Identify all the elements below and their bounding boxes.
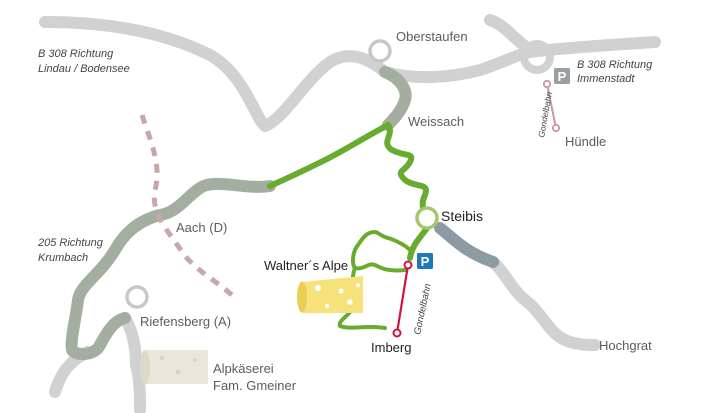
road-aach-riefensberg <box>65 177 276 360</box>
parking-sign-icon: P <box>554 68 570 84</box>
town-ring-icon <box>125 285 149 309</box>
road-immenstadt-branch <box>484 14 536 56</box>
label-steibis: Steibis <box>441 208 483 224</box>
gondola-station-icon <box>392 328 402 338</box>
svg-text:P: P <box>558 69 567 84</box>
cheese-wedge-icon <box>297 276 363 313</box>
label-weissach: Weissach <box>408 114 464 129</box>
route-waltners-loop <box>351 230 412 273</box>
label-b308-west-line1: B 308 Richtung <box>38 48 114 60</box>
label-oberstaufen: Oberstaufen <box>396 29 468 44</box>
route-weissach-to-aach <box>267 122 391 189</box>
roundabout <box>520 40 554 74</box>
label-gondelbahn-main: Gondelbahn <box>412 283 434 336</box>
road-to-riefensberg <box>119 312 142 371</box>
town-ring-icon <box>415 206 439 230</box>
gondola-line-huendle <box>546 83 557 129</box>
gondola-station-icon <box>542 79 552 89</box>
label-b308-west-line2: Lindau / Bodensee <box>38 63 130 75</box>
label-aach: Aach (D) <box>176 220 227 235</box>
gondola-station-icon <box>403 260 413 270</box>
dashed-road <box>139 114 234 297</box>
route-serpentine-weissach-steibis <box>384 122 430 219</box>
road-steibis-to-hochgrat <box>434 222 499 268</box>
label-b308-east-line1: B 308 Richtung <box>577 59 653 71</box>
label-205-line2: Krumbach <box>38 252 88 264</box>
gondola-line-imberg <box>395 264 410 334</box>
label-riefensberg: Riefensberg (A) <box>140 314 231 329</box>
label-imberg: Imberg <box>371 340 411 355</box>
road-to-hochgrat <box>487 256 601 351</box>
label-hochgrat: Hochgrat <box>599 338 652 353</box>
gondola-station-icon <box>551 123 561 133</box>
road-weissach-bend <box>379 66 412 131</box>
svg-text:P: P <box>421 254 430 269</box>
parking-sign-icon: P <box>417 253 433 269</box>
label-waltners-alpe: Waltner´s Alpe <box>264 258 348 273</box>
label-huendle: Hündle <box>565 134 606 149</box>
road-alpkaeserei <box>130 359 146 413</box>
label-b308-east-line2: Immenstadt <box>577 73 635 85</box>
label-205-line1: 205 Richtung <box>37 237 104 249</box>
label-gondelbahn-huendle: Gondelbahn <box>536 91 554 139</box>
town-ring-icon <box>368 39 392 63</box>
cheese-block-icon <box>140 350 208 384</box>
label-alpkaeserei-line2: Fam. Gmeiner <box>213 378 297 393</box>
route-steibis-to-valley <box>407 225 430 261</box>
label-alpkaeserei-line1: Alpkäserei <box>213 361 274 376</box>
